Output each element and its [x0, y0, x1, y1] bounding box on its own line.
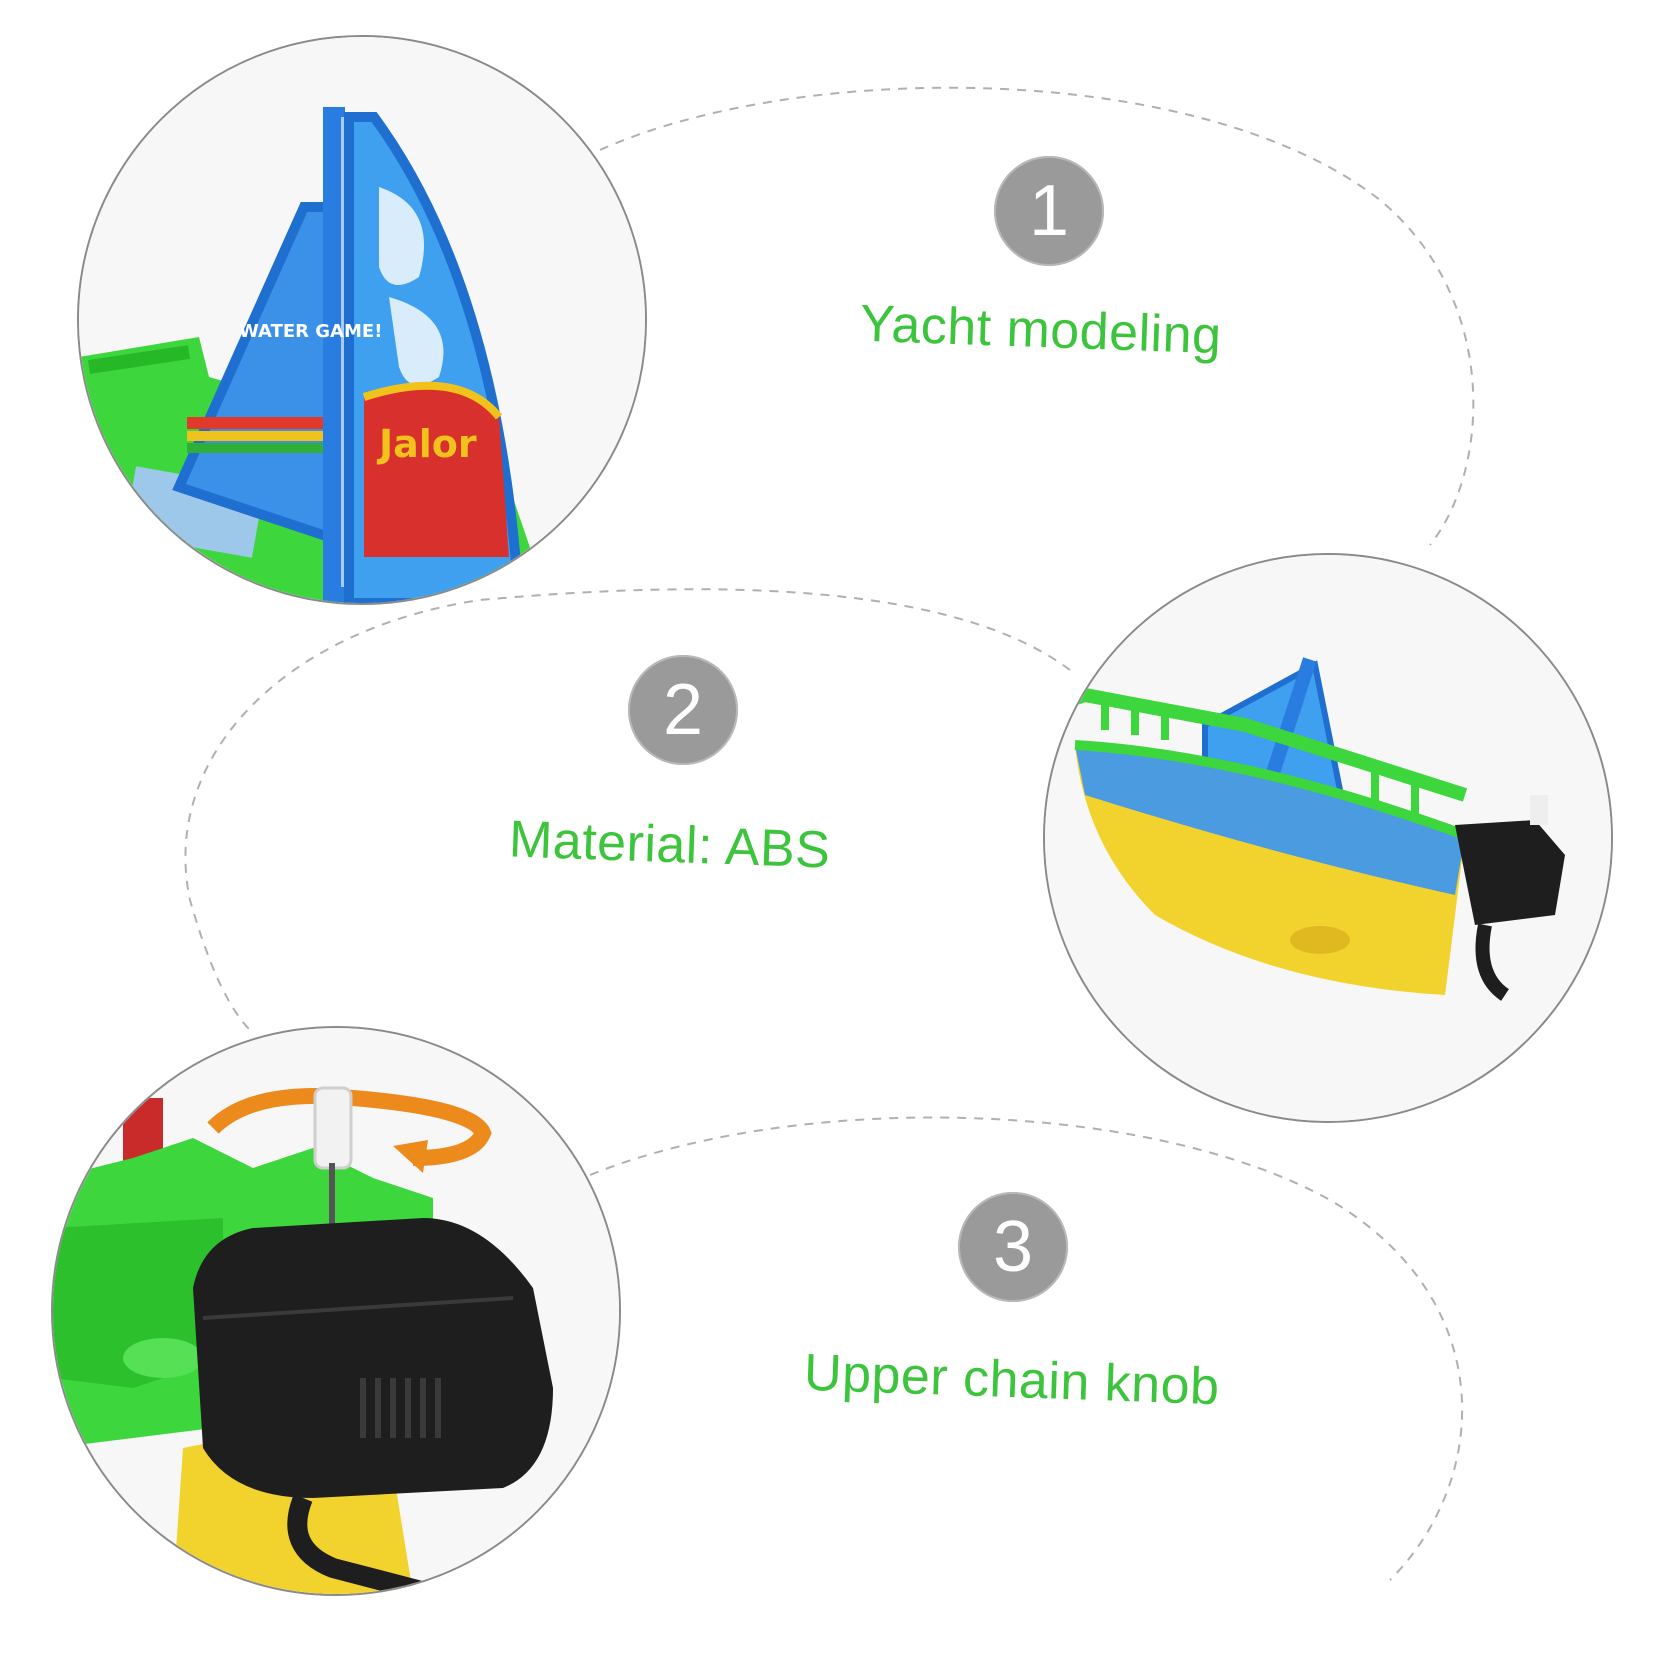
yacht-sail-photo: Jalor WATER GAME! [77, 35, 647, 605]
boat-side-photo [1043, 553, 1613, 1123]
feature-2-number-badge: 2 [628, 655, 738, 765]
feature-1-number-badge: 1 [994, 156, 1104, 266]
feature-1-label: Yacht modeling [859, 294, 1223, 366]
wind-up-knob-illustration [53, 1028, 619, 1594]
feature-2-label: Material: ABS [508, 810, 832, 880]
yacht-sail-illustration: Jalor WATER GAME! [79, 37, 645, 603]
wind-up-knob-photo [51, 1026, 621, 1596]
sail-water-game-text: WATER GAME! [239, 321, 382, 342]
feature-3-number-badge: 3 [958, 1192, 1068, 1302]
boat-side-illustration [1045, 555, 1611, 1121]
sail-brand-text: Jalor [376, 422, 477, 466]
